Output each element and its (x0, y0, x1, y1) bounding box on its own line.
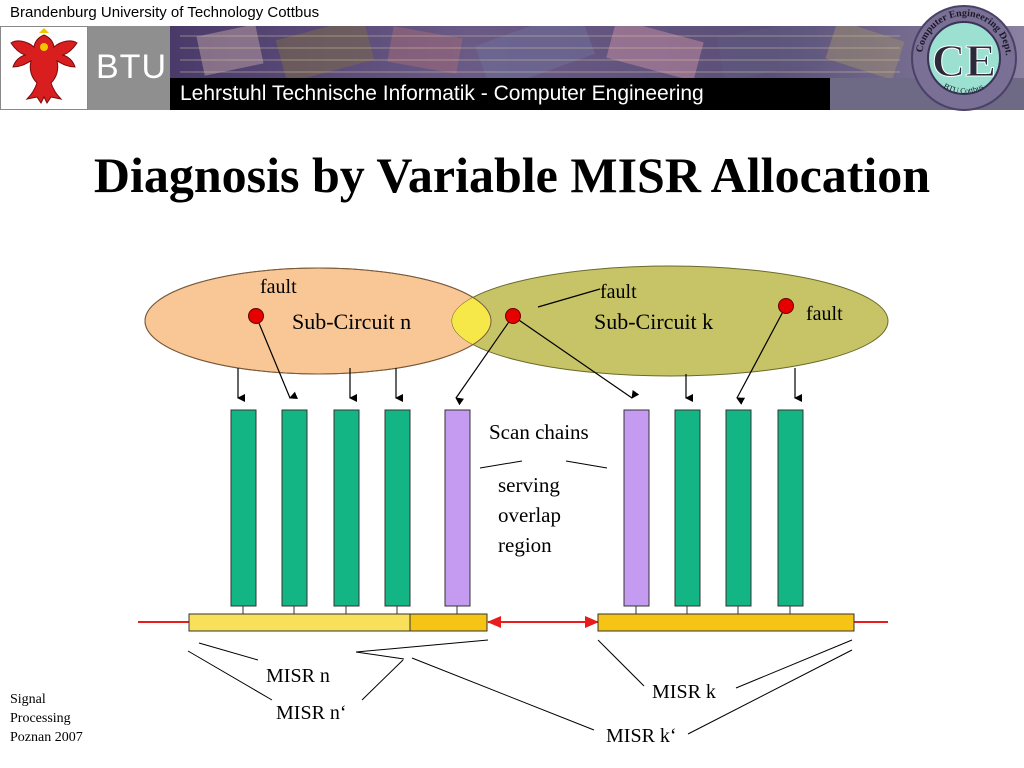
scan-chain (281, 409, 308, 607)
subcircuit-k-label: Sub-Circuit k (594, 309, 713, 334)
serving-label-line-1: serving (498, 473, 560, 497)
footer-line-3: Poznan 2007 (10, 730, 83, 745)
scan-chain (230, 409, 257, 607)
slide-title: Diagnosis by Variable MISR Allocation (93, 147, 931, 203)
ce-ring-bottom-text: BTU Cottbus (942, 81, 985, 95)
misr-n-label: MISR n (266, 665, 330, 687)
fault-left-label: fault (260, 276, 297, 298)
misr-n-prime-bar (409, 613, 488, 632)
btu-logo-box (88, 26, 170, 110)
misr-k-label: MISR k (652, 681, 716, 703)
scan-chain (777, 409, 804, 607)
fault-middle-pointer (537, 288, 601, 308)
scan-chain (674, 409, 701, 607)
scan-chains-label: Scan chains (489, 420, 589, 444)
subcircuit-n-label: Sub-Circuit n (292, 309, 411, 334)
fault-dot-middle (505, 308, 521, 324)
eagle-icon (10, 28, 78, 104)
misr-n-bar (188, 613, 411, 632)
fault-right-propagation (736, 305, 787, 405)
chair-bar (170, 78, 830, 110)
fault-dot-left (248, 308, 264, 324)
scan-chain (333, 409, 360, 607)
fault-dot-right (778, 298, 794, 314)
footer-line-1: Signal (10, 692, 46, 707)
university-name: Brandenburg University of Technology Cot… (10, 4, 320, 21)
misr-k-prime-label: MISR k‘ (606, 725, 677, 747)
footer-line-2: Processing (10, 711, 71, 726)
overlap-scan-chain (444, 409, 471, 607)
svg-text:BTU Cottbus: BTU Cottbus (942, 81, 985, 95)
scan-chain (384, 409, 411, 607)
serving-label-line-3: region (498, 533, 552, 557)
chair-name: Lehrstuhl Technische Informatik - Comput… (180, 82, 704, 105)
overlap-scan-chain (623, 409, 650, 607)
btu-logo-text: BTU (96, 48, 167, 86)
scan-chain (725, 409, 752, 607)
fault-middle-propagation-k (512, 315, 640, 399)
ce-dept-logo: Computer Engineering Dept. BTU Cottbus C… (911, 5, 1017, 111)
misr-k-bar (597, 613, 855, 632)
misr-n-prime-label: MISR n‘ (276, 702, 347, 724)
fault-right-label: fault (806, 303, 843, 325)
brandenburg-crest-logo (0, 26, 88, 110)
fault-middle-label: fault (600, 281, 637, 303)
ce-logo-text: CE (932, 35, 996, 86)
fault-left-propagation (255, 315, 298, 400)
footer: Signal Processing Poznan 2007 (10, 690, 83, 747)
serving-label-line-2: overlap (498, 503, 561, 527)
fault-middle-propagation-n (455, 315, 514, 406)
header-banner-image (170, 26, 1024, 110)
